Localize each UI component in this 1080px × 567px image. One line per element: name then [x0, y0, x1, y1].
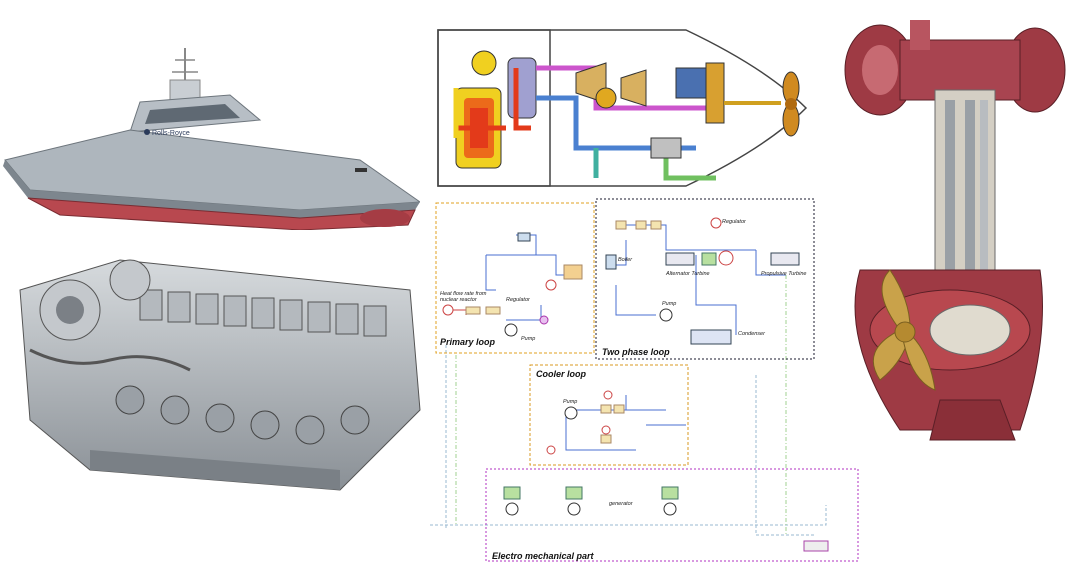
heat-flow-label-1: Heat flow rate from — [440, 291, 487, 297]
heat-flow-label-2: nuclear reactor — [440, 297, 478, 303]
propulsive-turbine-label: Propulsive Turbine — [761, 271, 806, 277]
primary-loop-title: Primary loop — [440, 337, 496, 347]
condenser-label: Condenser — [738, 331, 766, 337]
primary-pump-label: Pump — [521, 336, 535, 342]
electro-mechanical-box — [485, 468, 859, 562]
two-phase-loop-title: Two phase loop — [602, 347, 670, 357]
two-phase-loop-box — [595, 198, 815, 360]
electro-title: Electro mechanical part — [492, 551, 595, 561]
alternator-turbine-label: Alternator Turbine — [665, 271, 710, 277]
two-phase-regulator-label: Regulator — [722, 219, 747, 225]
ship-illustration: Rolls-Royce — [0, 40, 420, 230]
two-phase-pump-label: Pump — [662, 301, 676, 307]
cooler-loop-box — [529, 364, 689, 466]
primary-regulator-label: Regulator — [506, 297, 531, 303]
cooler-loop-title: Cooler loop — [536, 369, 586, 379]
cooler-pump-label: Pump — [563, 399, 577, 405]
ship-brand-label: Rolls-Royce — [152, 130, 190, 137]
ship-propulsion-cutaway — [436, 28, 816, 188]
boiler-label: Boiler — [618, 257, 633, 263]
pod-propulsor-illustration — [840, 10, 1070, 450]
primary-loop-box — [435, 202, 595, 354]
generator-label: generator — [609, 501, 634, 507]
modelica-schematic: Primary loop Heat flow rate from nuclear… — [426, 195, 866, 565]
engine-illustration — [10, 250, 430, 510]
